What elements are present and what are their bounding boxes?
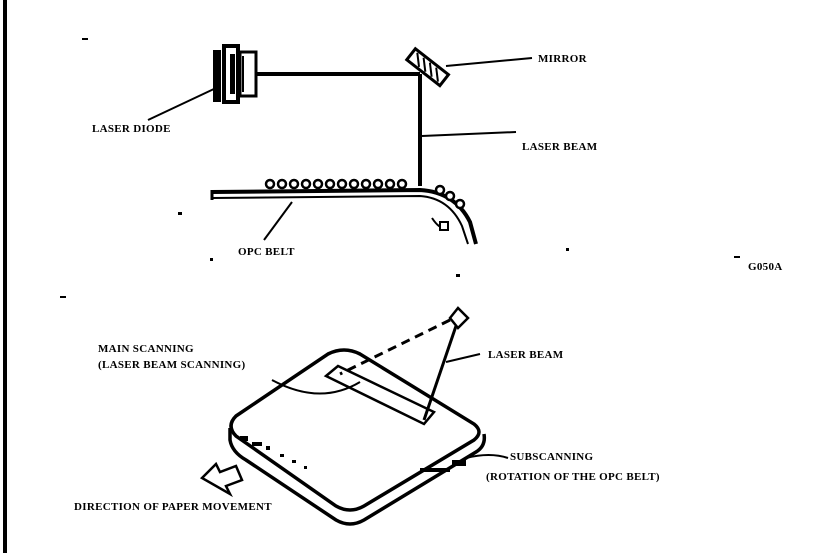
label-laser-beam-top: LASER BEAM xyxy=(522,141,598,153)
belt-rotation-arrow-icon xyxy=(431,217,449,231)
leader-laser-beam-bottom xyxy=(445,353,481,363)
belt-unit-side xyxy=(228,428,487,526)
opc-belt-icon xyxy=(210,187,478,245)
label-subscanning-2: (ROTATION OF THE OPC BELT) xyxy=(486,471,660,483)
label-opc-belt: OPC BELT xyxy=(238,246,295,258)
leader-laser-beam-top xyxy=(421,131,517,137)
leader-main-scanning xyxy=(271,379,361,395)
leader-laser-diode xyxy=(147,87,217,121)
scan-specks xyxy=(60,38,740,298)
mirror-icon xyxy=(404,46,451,88)
belt-side-texture xyxy=(240,436,466,472)
leader-subscanning xyxy=(465,454,509,459)
leader-opc-belt xyxy=(263,201,293,241)
bottom-diagram: MAIN SCANNING (LASER BEAM SCANNING) LASE… xyxy=(74,306,660,526)
laser-beam-solid xyxy=(422,325,458,421)
label-subscanning-1: SUBSCANNING xyxy=(510,451,594,463)
laser-beam-dashed xyxy=(339,318,451,376)
top-diagram: LASER DIODE MIRROR LASER BEAM OPC BELT xyxy=(92,44,598,258)
label-laser-beam-bottom: LASER BEAM xyxy=(488,349,564,361)
corner-code-label: G050A xyxy=(748,261,783,273)
leader-mirror xyxy=(445,57,533,67)
laser-source-icon xyxy=(448,306,470,330)
label-mirror: MIRROR xyxy=(538,53,588,65)
scan-bar xyxy=(323,364,436,426)
toner-dots xyxy=(264,178,466,210)
label-paper-direction: DIRECTION OF PAPER MOVEMENT xyxy=(74,501,272,513)
label-laser-diode: LASER DIODE xyxy=(92,123,171,135)
label-main-scanning-1: MAIN SCANNING xyxy=(98,343,194,355)
label-main-scanning-2: (LASER BEAM SCANNING) xyxy=(98,359,246,371)
laser-diode-icon xyxy=(213,44,258,104)
paper-direction-arrow-icon xyxy=(199,461,244,498)
